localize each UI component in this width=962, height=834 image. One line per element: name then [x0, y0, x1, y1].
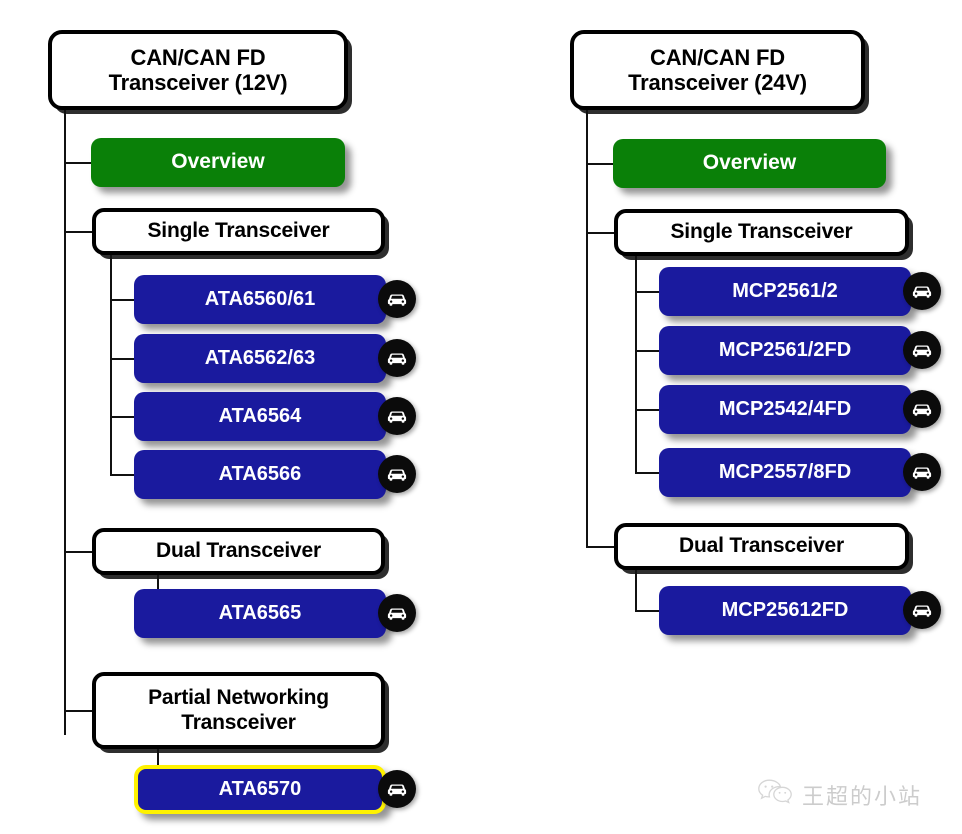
part-node-mcp2561-2fd[interactable]: MCP2561/2FD: [659, 326, 911, 375]
part-node-mcp25612fd[interactable]: MCP25612FD: [659, 586, 911, 635]
leaf-line-mcp2561-2: [635, 291, 660, 293]
branch-line-12v-partial: [64, 710, 94, 712]
trunk-line-12v: [64, 110, 66, 735]
part-node-mcp2561-2[interactable]: MCP2561/2: [659, 267, 911, 316]
car-icon: [903, 390, 941, 428]
watermark: 王超的小站: [757, 778, 922, 811]
subtrunk-line-24v-dual: [635, 570, 637, 612]
leaf-line-mcp25612fd: [635, 610, 660, 612]
subtrunk-line-24v-single: [635, 256, 637, 474]
group-node-dual-transceiver-24v-label: Dual Transceiver: [679, 534, 844, 558]
leaf-line-ata6562: [110, 358, 135, 360]
group-node-single-transceiver-24v[interactable]: Single Transceiver: [614, 209, 909, 256]
part-node-ata6565[interactable]: ATA6565: [134, 589, 386, 638]
part-node-ata6566-label: ATA6566: [218, 463, 302, 485]
part-node-ata6562-63[interactable]: ATA6562/63: [134, 334, 386, 383]
branch-line-12v-overview: [64, 162, 92, 164]
leaf-line-ata6560: [110, 299, 135, 301]
branch-line-24v-dual: [586, 546, 616, 548]
part-node-mcp2557-8fd-label: MCP2557/8FD: [718, 461, 852, 483]
leaf-line-mcp2561-2fd: [635, 350, 660, 352]
car-icon: [378, 770, 416, 808]
root-node-12v[interactable]: CAN/CAN FD Transceiver (12V): [48, 30, 348, 110]
car-icon: [378, 455, 416, 493]
car-icon: [903, 331, 941, 369]
group-node-single-transceiver-12v-label: Single Transceiver: [147, 219, 330, 243]
group-node-dual-transceiver-12v-label: Dual Transceiver: [156, 539, 321, 563]
overview-node-24v-label: Overview: [702, 151, 797, 175]
branch-line-12v-single: [64, 231, 94, 233]
car-icon: [903, 272, 941, 310]
overview-node-12v-label: Overview: [171, 150, 265, 174]
wechat-bubbles-icon: [757, 778, 793, 811]
part-node-mcp2542-4fd[interactable]: MCP2542/4FD: [659, 385, 911, 434]
part-node-ata6562-63-label: ATA6562/63: [204, 347, 316, 369]
watermark-label: 王超的小站: [802, 784, 923, 810]
branch-line-24v-overview: [586, 163, 614, 165]
part-node-ata6564-label: ATA6564: [218, 405, 302, 427]
car-icon: [378, 397, 416, 435]
root-node-24v[interactable]: CAN/CAN FD Transceiver (24V): [570, 30, 865, 110]
overview-node-24v[interactable]: Overview: [613, 139, 886, 188]
part-node-ata6570-label: ATA6570: [218, 778, 302, 800]
part-node-mcp2557-8fd[interactable]: MCP2557/8FD: [659, 448, 911, 497]
group-node-partial-networking-transceiver-12v[interactable]: Partial Networking Transceiver: [92, 672, 385, 749]
branch-line-12v-dual: [64, 551, 94, 553]
car-icon: [378, 280, 416, 318]
part-node-ata6565-label: ATA6565: [218, 602, 302, 624]
leaf-line-mcp2542-4fd: [635, 409, 660, 411]
branch-line-24v-single: [586, 232, 616, 234]
overview-node-12v[interactable]: Overview: [91, 138, 345, 187]
car-icon: [378, 339, 416, 377]
root-node-24v-label: CAN/CAN FD Transceiver (24V): [628, 44, 807, 95]
subtrunk-line-12v-single: [110, 255, 112, 474]
group-node-single-transceiver-12v[interactable]: Single Transceiver: [92, 208, 385, 255]
part-node-ata6560-61-label: ATA6560/61: [204, 288, 316, 310]
group-node-dual-transceiver-24v[interactable]: Dual Transceiver: [614, 523, 909, 570]
part-node-mcp2542-4fd-label: MCP2542/4FD: [718, 398, 852, 420]
car-icon: [903, 591, 941, 629]
part-node-mcp2561-2fd-label: MCP2561/2FD: [718, 339, 852, 361]
car-icon: [378, 594, 416, 632]
group-node-partial-networking-transceiver-12v-label: Partial Networking Transceiver: [148, 686, 329, 734]
group-node-single-transceiver-24v-label: Single Transceiver: [670, 220, 853, 244]
part-node-ata6564[interactable]: ATA6564: [134, 392, 386, 441]
leaf-line-mcp2557-8fd: [635, 472, 660, 474]
leaf-line-ata6566: [110, 474, 135, 476]
part-node-ata6566[interactable]: ATA6566: [134, 450, 386, 499]
part-node-ata6560-61[interactable]: ATA6560/61: [134, 275, 386, 324]
part-node-mcp25612fd-label: MCP25612FD: [721, 599, 849, 621]
group-node-dual-transceiver-12v[interactable]: Dual Transceiver: [92, 528, 385, 575]
part-node-mcp2561-2-label: MCP2561/2: [732, 280, 838, 302]
root-node-12v-label: CAN/CAN FD Transceiver (12V): [108, 44, 288, 95]
leaf-line-ata6564: [110, 416, 135, 418]
car-icon: [903, 453, 941, 491]
part-node-ata6570[interactable]: ATA6570: [134, 765, 386, 814]
trunk-line-24v: [586, 110, 588, 548]
